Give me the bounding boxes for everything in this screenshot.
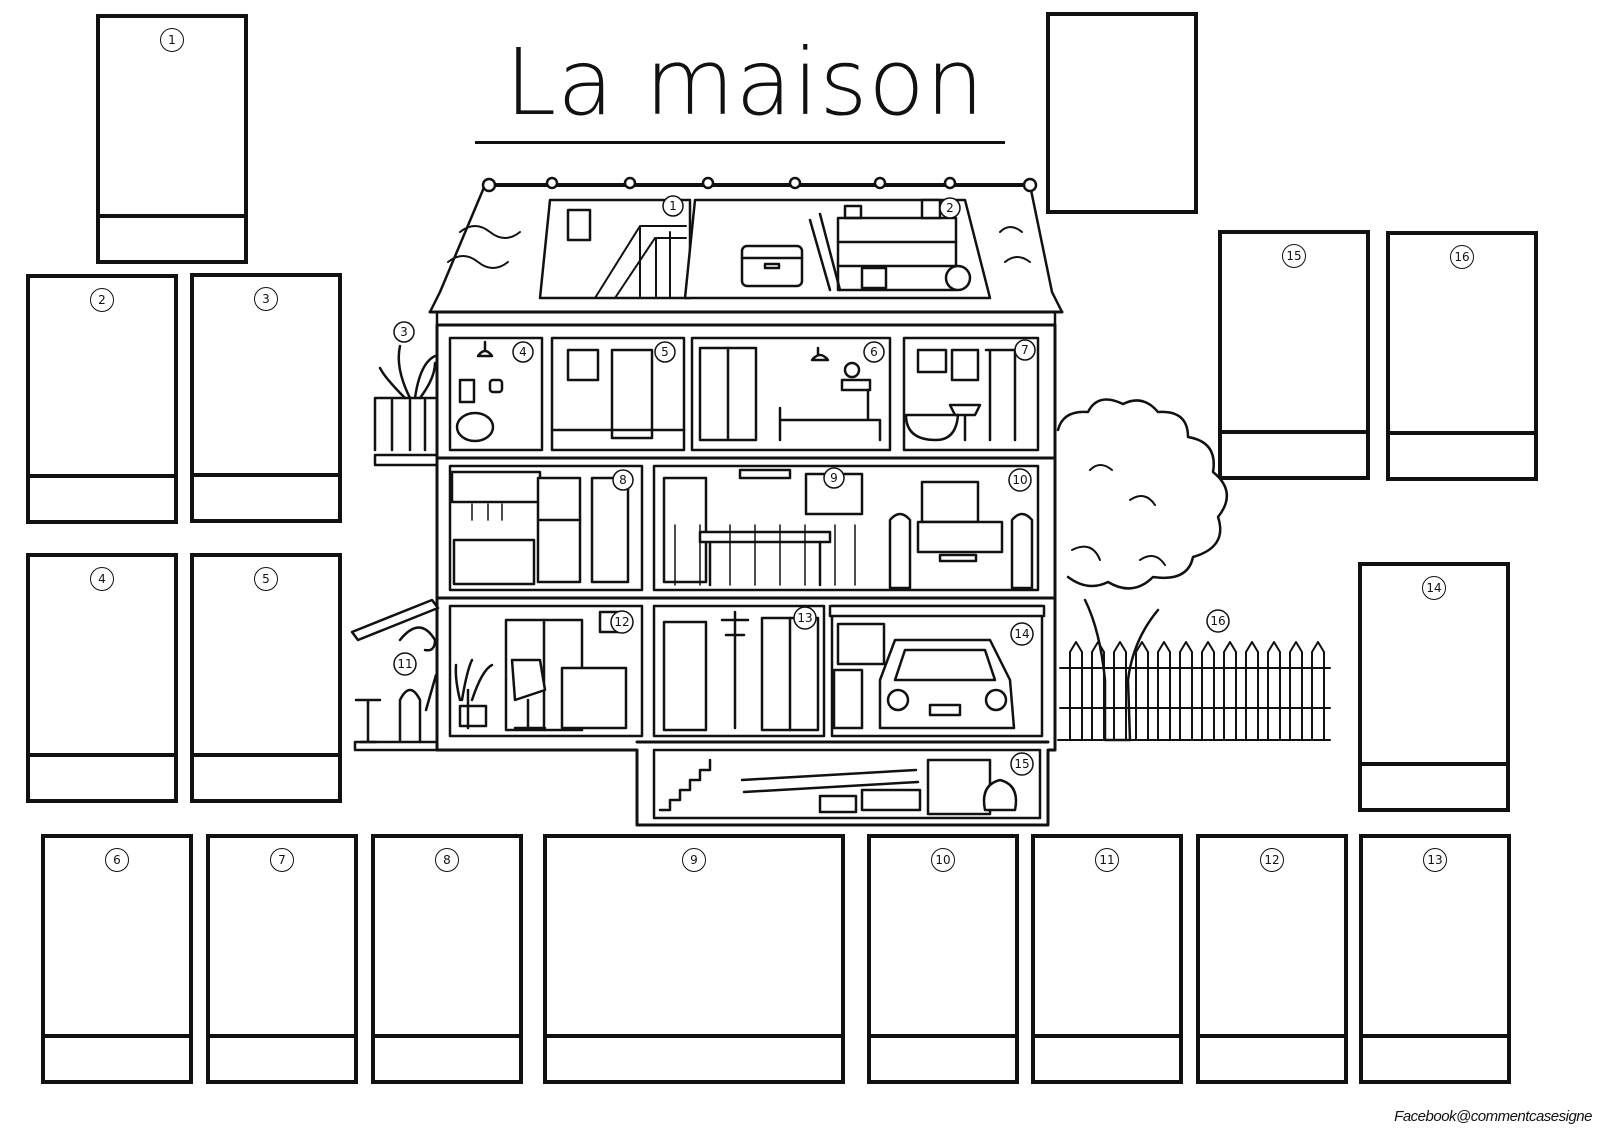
vocab-card-5[interactable]: 5: [190, 553, 342, 803]
card-number: 5: [254, 567, 278, 591]
house-label-10: 10: [1012, 473, 1027, 487]
card-number: 1: [160, 28, 184, 52]
card-answer-strip[interactable]: [30, 753, 174, 799]
vocab-card-7[interactable]: 7: [206, 834, 358, 1084]
card-number: 11: [1095, 848, 1119, 872]
card-answer-strip[interactable]: [1363, 1034, 1507, 1080]
card-answer-strip[interactable]: [1035, 1034, 1179, 1080]
card-number: 14: [1422, 576, 1446, 600]
vocab-card-15[interactable]: 15: [1218, 230, 1370, 480]
house-label-11: 11: [397, 657, 412, 671]
vocab-card-9[interactable]: 9: [543, 834, 845, 1084]
house-label-9: 9: [830, 471, 838, 485]
title-underline: [475, 141, 1005, 144]
house-label-6: 6: [870, 345, 878, 359]
vocab-card-3[interactable]: 3: [190, 273, 342, 523]
vocab-card-12[interactable]: 12: [1196, 834, 1348, 1084]
house-number-markers: 1 2 3 4 5 6 7 8 9 10 11 12 13 14 15 16: [393, 195, 1230, 776]
card-number: 3: [254, 287, 278, 311]
house-label-3: 3: [400, 325, 408, 339]
card-answer-strip[interactable]: [1390, 431, 1534, 477]
card-answer-strip[interactable]: [194, 753, 338, 799]
card-answer-strip[interactable]: [210, 1034, 354, 1080]
blank-card-top: [1046, 12, 1198, 214]
middle-floor: [448, 464, 1040, 592]
card-answer-strip[interactable]: [30, 474, 174, 520]
ground-floor: [448, 604, 1046, 738]
card-number: 15: [1282, 244, 1306, 268]
card-number: 10: [931, 848, 955, 872]
fence: [1057, 641, 1331, 741]
tree: [1056, 398, 1228, 742]
vocab-card-10[interactable]: 10: [867, 834, 1019, 1084]
house-label-8: 8: [619, 473, 627, 487]
house-label-2: 2: [946, 201, 954, 215]
card-answer-strip[interactable]: [1200, 1034, 1344, 1080]
card-answer-strip[interactable]: [100, 214, 244, 260]
page-title: La maison: [505, 29, 985, 136]
house-label-5: 5: [661, 345, 669, 359]
vocab-card-6[interactable]: 6: [41, 834, 193, 1084]
card-answer-strip[interactable]: [194, 473, 338, 519]
card-number: 8: [435, 848, 459, 872]
card-answer-strip[interactable]: [375, 1034, 519, 1080]
credit-text: Facebook@commentcasesigne: [1394, 1108, 1592, 1125]
vocab-card-4[interactable]: 4: [26, 553, 178, 803]
house-walls: [353, 323, 1057, 827]
house-label-13: 13: [797, 611, 812, 625]
card-number: 4: [90, 567, 114, 591]
vocab-card-13[interactable]: 13: [1359, 834, 1511, 1084]
card-answer-strip[interactable]: [547, 1034, 841, 1080]
card-number: 2: [90, 288, 114, 312]
card-answer-strip[interactable]: [1362, 762, 1506, 808]
vocab-card-14[interactable]: 14: [1358, 562, 1510, 812]
basement: [652, 748, 1042, 820]
card-number: 7: [270, 848, 294, 872]
attic: [538, 198, 992, 300]
card-answer-strip[interactable]: [45, 1034, 189, 1080]
house-label-7: 7: [1021, 343, 1029, 357]
house-label-12: 12: [614, 615, 629, 629]
upper-floor: [448, 336, 1040, 452]
balcony: [373, 344, 439, 452]
house-label-4: 4: [519, 345, 527, 359]
card-number: 12: [1260, 848, 1284, 872]
house-label-16: 16: [1210, 614, 1225, 628]
house-label-15: 15: [1014, 757, 1029, 771]
vocab-card-16[interactable]: 16: [1386, 231, 1538, 481]
card-number: 9: [682, 848, 706, 872]
vocab-card-2[interactable]: 2: [26, 274, 178, 524]
card-answer-strip[interactable]: [871, 1034, 1015, 1080]
card-answer-strip[interactable]: [1222, 430, 1366, 476]
card-number: 6: [105, 848, 129, 872]
vocab-card-1[interactable]: 1: [96, 14, 248, 264]
porch: [350, 598, 440, 744]
vocab-card-8[interactable]: 8: [371, 834, 523, 1084]
card-number: 16: [1450, 245, 1474, 269]
house-label-14: 14: [1014, 627, 1029, 641]
vocab-card-11[interactable]: 11: [1031, 834, 1183, 1084]
card-number: 13: [1423, 848, 1447, 872]
house-label-1: 1: [669, 199, 677, 213]
